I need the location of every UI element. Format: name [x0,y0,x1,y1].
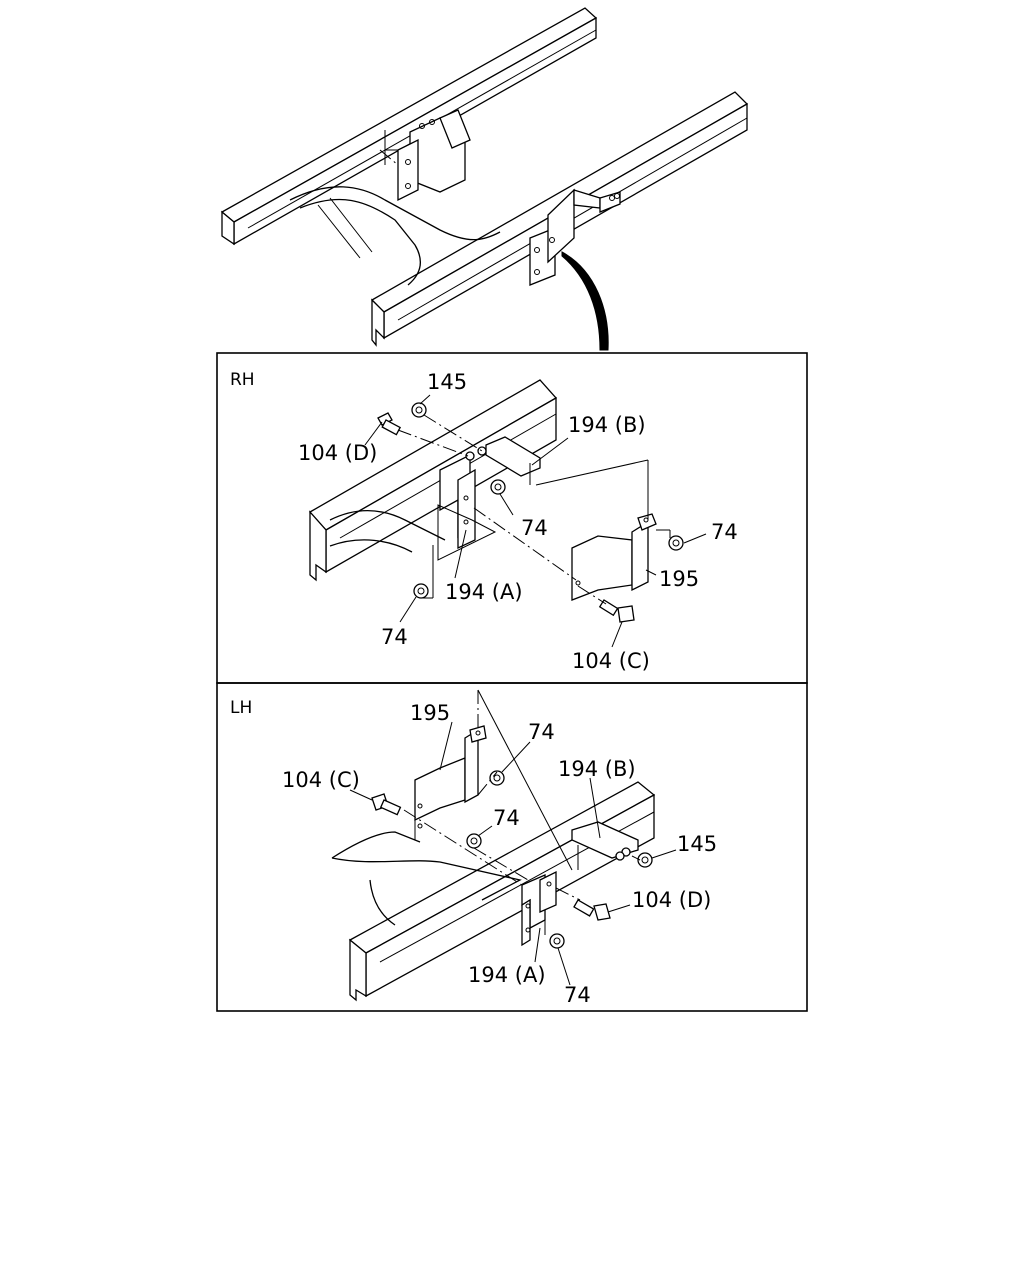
lh-nut-74-bottom [549,933,565,949]
lh-nut-145 [637,852,653,868]
rh-panel-header: RH [230,370,255,390]
overview-lower-bracket [529,188,621,286]
cross-member [289,186,501,286]
overview-upper-bracket [379,109,471,202]
rh-label-74-right: 74 [711,520,738,544]
rh-nut-145 [411,402,427,418]
lh-label-194a: 194 (A) [468,963,546,987]
lh-leader-lines [349,721,677,986]
lh-bracket-194a [521,870,557,947]
lh-label-195: 195 [410,701,450,725]
lh-panel-header: LH [230,698,252,718]
overview-frame-view [220,7,749,351]
rh-label-194b: 194 (B) [568,413,646,437]
lh-label-104c: 104 (C) [282,768,360,792]
lh-label-194b: 194 (B) [558,757,636,781]
rh-bolt-104c [598,599,635,623]
rh-label-74-bottom: 74 [381,625,408,649]
lh-label-145: 145 [677,832,717,856]
lh-nut-74-mid [466,833,482,849]
rh-nut-74-right [668,535,684,551]
rh-label-194a: 194 (A) [445,580,523,604]
lh-bracket-194b [571,821,639,870]
lh-frame-rail [331,781,656,1002]
rh-panel: RH [216,352,808,684]
rh-label-74-mid: 74 [521,516,548,540]
rh-bracket-194b [465,436,541,485]
lh-panel-frame [216,682,808,1012]
lh-panel: LH [216,682,808,1012]
rh-label-104d: 104 (D) [298,441,377,465]
lh-bolt-104d [573,899,611,921]
lh-bolt-104c [371,793,402,816]
rh-assembly-lines [397,414,671,605]
lh-nut-74-top [489,770,505,786]
rh-label-145: 145 [427,370,467,394]
rh-nut-74-mid [490,479,506,495]
lh-label-74-mid: 74 [493,806,520,830]
rh-nut-74-bottom [413,583,429,599]
rh-shield-195 [571,513,657,601]
lh-assembly-lines [403,689,641,935]
lh-label-74-bottom: 74 [564,983,591,1007]
lh-label-104d: 104 (D) [632,888,711,912]
lh-shield-195 [414,725,487,840]
rh-label-104c: 104 (C) [572,649,650,673]
rh-leader-lines [364,394,707,648]
detail-callout-arrow [561,251,609,351]
rh-bracket-194a [437,453,497,561]
rh-label-195: 195 [659,567,699,591]
rh-bolt-104d [377,412,402,436]
lh-label-74-top: 74 [528,720,555,744]
